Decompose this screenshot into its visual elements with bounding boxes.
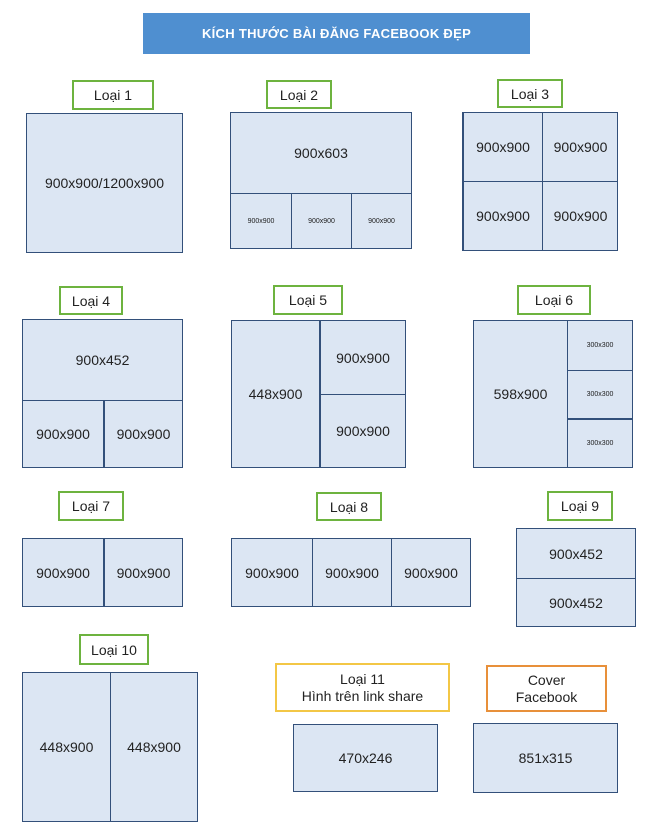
layout-4-label: Loại 4: [59, 286, 123, 315]
layout-8-cell-2: 900x900: [312, 539, 391, 606]
layout-11-label-line2: Hình trên link share: [301, 687, 424, 704]
layout-1-frame: 900x900/1200x900: [26, 113, 183, 253]
layout-4-cell-bottom-2: 900x900: [103, 400, 182, 467]
cover-facebook-label: Cover Facebook: [486, 665, 607, 712]
layout-2-cell-bottom-2: 900x900: [291, 193, 351, 248]
layout-5-cell-right-2: 900x900: [319, 394, 405, 467]
layout-8-cell-3: 900x900: [391, 539, 470, 606]
layout-1-label: Loại 1: [72, 80, 154, 110]
layout-8-cell-1: 900x900: [245, 564, 299, 581]
layout-3-cell-4: 900x900: [542, 181, 618, 250]
layout-9-label: Loại 9: [547, 491, 613, 521]
layout-9-cell-2: 900x452: [517, 578, 635, 626]
layout-7-cell-2: 900x900: [103, 539, 182, 606]
layout-10-cell-1: 448x900: [39, 739, 94, 755]
layout-6-cell-right-1: 300x300: [567, 321, 632, 370]
layout-6-cell-right-2: 300x300: [567, 370, 632, 418]
layout-7-frame: 900x900 900x900: [22, 538, 183, 607]
layout-5-cell-right-1: 900x900: [319, 321, 405, 394]
cover-label-line2: Facebook: [515, 688, 578, 705]
layout-7-label: Loại 7: [58, 491, 124, 521]
layout-9-cell-1: 900x452: [549, 545, 603, 562]
layout-3-frame: 900x900 900x900 900x900 900x900: [462, 112, 618, 251]
layout-4-frame: 900x452 900x900 900x900: [22, 319, 183, 468]
layout-3-cell-2: 900x900: [542, 113, 618, 181]
layout-11-cell: 470x246: [338, 750, 393, 766]
layout-6-frame: 598x900 300x300 300x300 300x300: [473, 320, 633, 468]
layout-11-label: Loại 11 Hình trên link share: [275, 663, 450, 712]
layout-6-cell-right-3: 300x300: [567, 418, 632, 467]
layout-8-frame: 900x900 900x900 900x900: [231, 538, 471, 607]
layout-3-cell-3: 900x900: [464, 181, 542, 250]
layout-2-cell-top: 900x603: [294, 145, 348, 161]
layout-7-cell-1: 900x900: [36, 564, 90, 581]
layout-2-frame: 900x603 900x900 900x900 900x900: [230, 112, 412, 249]
layout-4-cell-top: 900x452: [75, 352, 130, 368]
layout-3-cell-1: 900x900: [476, 139, 530, 155]
cover-facebook-frame: 851x315: [473, 723, 618, 793]
layout-10-label: Loại 10: [79, 634, 149, 665]
layout-10-frame: 448x900 448x900: [22, 672, 198, 822]
layout-5-frame: 448x900 900x900 900x900: [231, 320, 406, 468]
layout-6-cell-left: 598x900: [493, 386, 548, 402]
cover-label-line1: Cover: [527, 671, 566, 688]
layout-9-frame: 900x452 900x452: [516, 528, 636, 627]
layout-1-cell: 900x900/1200x900: [44, 175, 165, 191]
layout-2-label: Loại 2: [266, 80, 332, 109]
layout-5-label: Loại 5: [273, 285, 343, 315]
cover-facebook-cell: 851x315: [518, 750, 573, 766]
layout-10-cell-2: 448x900: [110, 673, 197, 821]
diagram-title: KÍCH THƯỚC BÀI ĐĂNG FACEBOOK ĐẸP: [143, 13, 530, 54]
layout-5-cell-left: 448x900: [248, 386, 303, 402]
layout-6-label: Loại 6: [517, 285, 591, 315]
layout-8-label: Loại 8: [316, 492, 382, 521]
layout-3-label: Loại 3: [497, 79, 563, 108]
layout-4-cell-bottom-1: 900x900: [23, 400, 103, 467]
layout-11-frame: 470x246: [293, 724, 438, 792]
layout-11-label-line1: Loại 11: [340, 670, 385, 687]
layout-2-cell-bottom-3: 900x900: [351, 193, 411, 248]
layout-2-cell-bottom-1: 900x900: [231, 193, 291, 248]
